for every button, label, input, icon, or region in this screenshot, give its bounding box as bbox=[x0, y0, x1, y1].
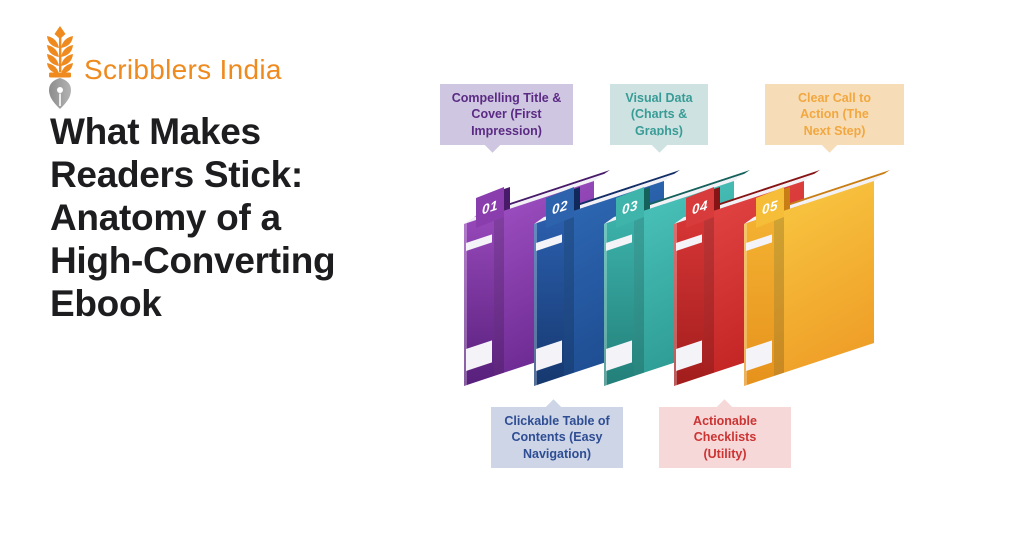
book-number: 01 bbox=[482, 197, 498, 218]
brand-logo: Scribblers India bbox=[40, 26, 282, 110]
book-illustration: 05 bbox=[744, 170, 890, 386]
bookmark-stem bbox=[644, 187, 650, 215]
callout-compelling-title-cover: Compelling Title & Cover (First Impressi… bbox=[440, 84, 573, 153]
bookmark-stem bbox=[714, 187, 720, 215]
book-01: 01 bbox=[462, 168, 614, 390]
spine-top-band bbox=[466, 234, 492, 251]
callout-label: Actionable Checklists (Utility) bbox=[693, 414, 757, 461]
spine-bottom-band bbox=[466, 340, 492, 371]
spine-highlight bbox=[674, 223, 677, 386]
spine-bottom-band bbox=[676, 340, 702, 371]
book-hinge-shadow bbox=[634, 210, 644, 376]
brand-name: Scribblers India bbox=[84, 54, 282, 85]
callout-clickable-toc: Clickable Table of Contents (Easy Naviga… bbox=[491, 399, 623, 468]
spine-highlight bbox=[604, 223, 607, 386]
callout-visual-data: Visual Data (Charts & Graphs) bbox=[610, 84, 708, 153]
book-hinge-shadow bbox=[494, 210, 504, 376]
book-number: 04 bbox=[692, 197, 708, 218]
callout-actionable-checklists: Actionable Checklists (Utility) bbox=[659, 399, 791, 468]
bookmark-stem bbox=[504, 187, 510, 215]
books-row: 01 02 bbox=[440, 168, 920, 408]
bookmark-flag bbox=[546, 187, 574, 228]
bookmark-stem bbox=[574, 187, 580, 215]
bookmark-stem bbox=[784, 187, 790, 215]
bookmark-flag bbox=[476, 187, 504, 228]
page-title: What Makes Readers Stick: Anatomy of a H… bbox=[50, 111, 336, 324]
spine-top-band bbox=[676, 234, 702, 251]
callout-label: Compelling Title & Cover (First Impressi… bbox=[451, 91, 562, 138]
spine-top-band bbox=[606, 234, 632, 251]
bookmark-flag bbox=[616, 187, 644, 228]
callout-label: Clear Call to Action (The Next Step) bbox=[798, 91, 871, 138]
book-hinge-shadow bbox=[704, 210, 714, 376]
callout-label: Clickable Table of Contents (Easy Naviga… bbox=[504, 414, 610, 461]
callout-clear-call-to-action: Clear Call to Action (The Next Step) bbox=[765, 84, 904, 153]
spine-bottom-band bbox=[606, 340, 632, 371]
book-cover bbox=[774, 181, 874, 376]
book-number: 02 bbox=[552, 197, 568, 218]
book-hinge-shadow bbox=[564, 210, 574, 376]
spine-bottom-band bbox=[536, 340, 562, 371]
wheat-pen-nib-icon bbox=[47, 26, 73, 109]
book-illustration: 01 bbox=[464, 170, 610, 386]
spine-highlight bbox=[744, 223, 747, 386]
bookmark-flag bbox=[756, 187, 784, 228]
book-number: 03 bbox=[622, 197, 638, 218]
book-hinge-shadow bbox=[774, 210, 784, 376]
callout-label: Visual Data (Charts & Graphs) bbox=[625, 91, 693, 138]
book-05: 05 bbox=[742, 168, 894, 390]
spine-highlight bbox=[464, 223, 467, 386]
spine-top-band bbox=[746, 234, 772, 251]
spine-highlight bbox=[534, 223, 537, 386]
bookmark-flag bbox=[686, 187, 714, 228]
book-number: 05 bbox=[762, 197, 778, 218]
spine-bottom-band bbox=[746, 340, 772, 371]
spine-top-band bbox=[536, 234, 562, 251]
